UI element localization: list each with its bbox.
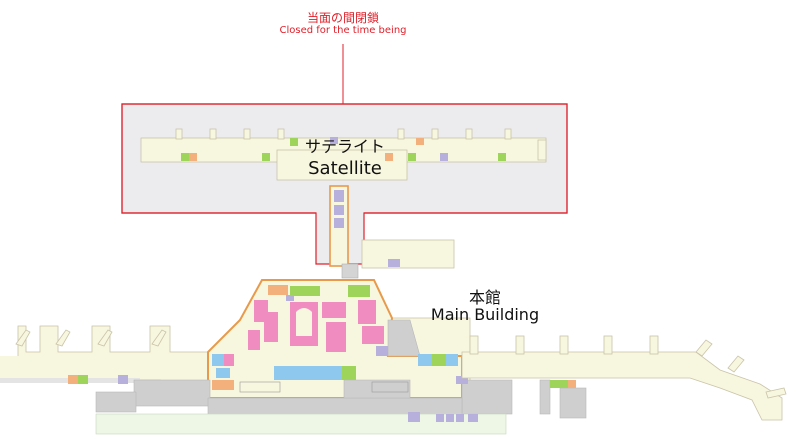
satellite-label-ja: サテライト (304, 137, 385, 156)
main-right-wing (461, 351, 783, 421)
main-building-shops (212, 285, 468, 390)
left-wing-shops (68, 375, 128, 384)
closure-notice-ja: 当面の間閉鎖 (306, 11, 379, 25)
main-building-label-ja: 本館 (468, 288, 501, 307)
lower-shops (408, 412, 478, 422)
satellite-gates (175, 128, 547, 161)
right-wing-gates (469, 335, 787, 399)
closure-notice-en: Closed for the time being (279, 25, 407, 36)
satellite-shops (181, 137, 506, 161)
gate-seating (239, 381, 409, 393)
right-wing-shops (550, 380, 576, 388)
left-wing-gates (15, 329, 167, 347)
annex-building (361, 239, 455, 269)
satellite-label-en: Satellite (308, 158, 382, 179)
main-building-label-en: Main Building (430, 305, 540, 324)
